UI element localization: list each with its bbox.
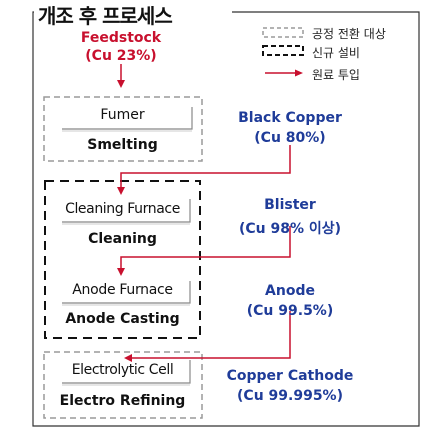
separator-cleaning bbox=[62, 199, 191, 223]
separator-fumer bbox=[62, 107, 193, 130]
product-anode: Anode bbox=[265, 283, 315, 299]
process-smelting: Smelting bbox=[87, 137, 158, 153]
grade-black-copper: (Cu 80%) bbox=[254, 130, 326, 146]
equipment-electrolytic-cell: Electrolytic Cell bbox=[71, 362, 174, 378]
grade-blister: (Cu 98% 이상) bbox=[238, 221, 342, 237]
process-cleaning: Cleaning bbox=[88, 231, 157, 247]
group-new-equipment bbox=[44, 180, 201, 339]
legend-label-gray: 공정 전환 대상 bbox=[312, 27, 386, 41]
equipment-cleaning-furnace: Cleaning Furnace bbox=[65, 201, 180, 217]
legend-label-arrow: 원료 투입 bbox=[312, 68, 360, 82]
legend-gray-sample bbox=[262, 27, 304, 38]
separator-anode bbox=[62, 281, 191, 304]
grade-copper-cathode: (Cu 99.995%) bbox=[237, 388, 343, 404]
product-blister: Blister bbox=[264, 197, 316, 213]
separator-electrolytic bbox=[62, 360, 191, 384]
product-copper-cathode: Copper Cathode bbox=[226, 368, 354, 384]
product-black-copper: Black Copper bbox=[238, 110, 342, 126]
group-electro-refining bbox=[43, 351, 203, 419]
grade-anode: (Cu 99.5%) bbox=[246, 303, 334, 319]
process-anode-casting: Anode Casting bbox=[65, 311, 180, 327]
legend-black-sample bbox=[262, 45, 304, 56]
legend-arrow-head bbox=[295, 69, 303, 77]
group-smelting bbox=[43, 96, 203, 162]
process-electro-refining: Electro Refining bbox=[59, 393, 186, 409]
feedstock-label: Feedstock bbox=[80, 30, 162, 46]
legend-label-black: 신규 설비 bbox=[312, 46, 360, 60]
arrow-anode bbox=[131, 311, 291, 359]
diagram-title: 개조 후 프로세스 bbox=[34, 0, 176, 29]
arrow-blister bbox=[120, 226, 291, 269]
arrow-black-copper bbox=[120, 145, 291, 188]
equipment-fumer: Fumer bbox=[100, 107, 145, 123]
feedstock-grade: (Cu 23%) bbox=[85, 48, 157, 64]
equipment-anode-furnace: Anode Furnace bbox=[72, 282, 173, 298]
